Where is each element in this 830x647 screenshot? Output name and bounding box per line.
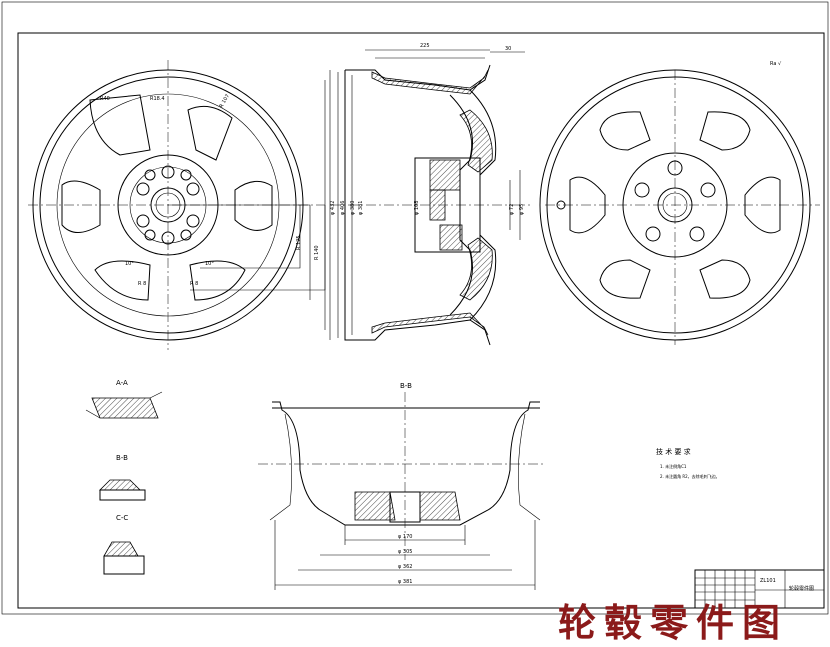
dim-hub-1: φ 72 [509, 204, 515, 215]
main-section-label: B-B [400, 382, 412, 390]
dim-side-2: φ 406 [340, 201, 346, 215]
notes-line-2: 2. 未注圆角 R2，去除毛刺飞边。 [660, 473, 720, 479]
roughness-mark: Ra √ [770, 61, 782, 67]
side-section-view: 225 30 φ 432 φ 406 φ 380 φ 381 φ 72 φ 95… [324, 43, 530, 346]
main-section-view: B-B φ 170 φ 305 φ 362 φ 381 [258, 382, 545, 590]
dim-right: 30 [505, 46, 511, 52]
dim-hub-2: φ 95 [519, 204, 525, 215]
dim-bottom-2: φ 305 [398, 549, 412, 555]
dim-bottom-4: φ 381 [398, 579, 412, 585]
dim-bottom-3: φ 362 [398, 564, 412, 570]
dim-l1: R40 [100, 96, 110, 102]
section-aa: A-A [85, 379, 163, 419]
dim-r1: R 125 [296, 235, 302, 250]
dim-side-1: φ 432 [330, 201, 336, 215]
dim-r2: R 140 [314, 245, 320, 260]
notes-heading: 技 术 要 求 [656, 447, 691, 456]
dim-side-4: φ 381 [358, 201, 364, 215]
inner-border [17, 32, 825, 609]
section-bb-small: B-B [99, 454, 146, 501]
dim-l2: R18.4 [150, 96, 165, 102]
dim-l7: R 8 [190, 281, 198, 287]
dim-hub-3: φ 108 [414, 201, 420, 215]
technical-notes: 技 术 要 求 1. 未注倒角C1 2. 未注圆角 R2，去除毛刺飞边。 [656, 447, 720, 479]
front-view-left: R 125 R 140 R40 R18.4 R 107 10° 10° R 8 … [28, 60, 326, 350]
section-cc-label: C-C [116, 514, 128, 522]
outer-border [1, 1, 829, 615]
section-bb-label: B-B [116, 454, 128, 462]
drawing-title-banner: 轮毂零件图 [558, 600, 789, 645]
title-block-name: 轮毂零件图 [789, 585, 814, 592]
section-cc: C-C [103, 514, 145, 575]
dim-bottom-1: φ 170 [398, 534, 412, 540]
dim-l6: R 8 [138, 281, 146, 287]
front-view-right: Ra √ [539, 61, 820, 345]
dim-l4: 10° [125, 261, 134, 267]
dim-l5: 10° [205, 261, 214, 267]
dim-side-3: φ 380 [350, 201, 356, 215]
title-block-material: ZL101 [760, 578, 776, 584]
dim-l3: R 107 [219, 93, 232, 109]
section-aa-label: A-A [116, 379, 128, 387]
title-block: ZL101 轮毂零件图 [694, 569, 825, 609]
dim-top: 225 [420, 43, 430, 49]
notes-line-1: 1. 未注倒角C1 [660, 463, 687, 469]
